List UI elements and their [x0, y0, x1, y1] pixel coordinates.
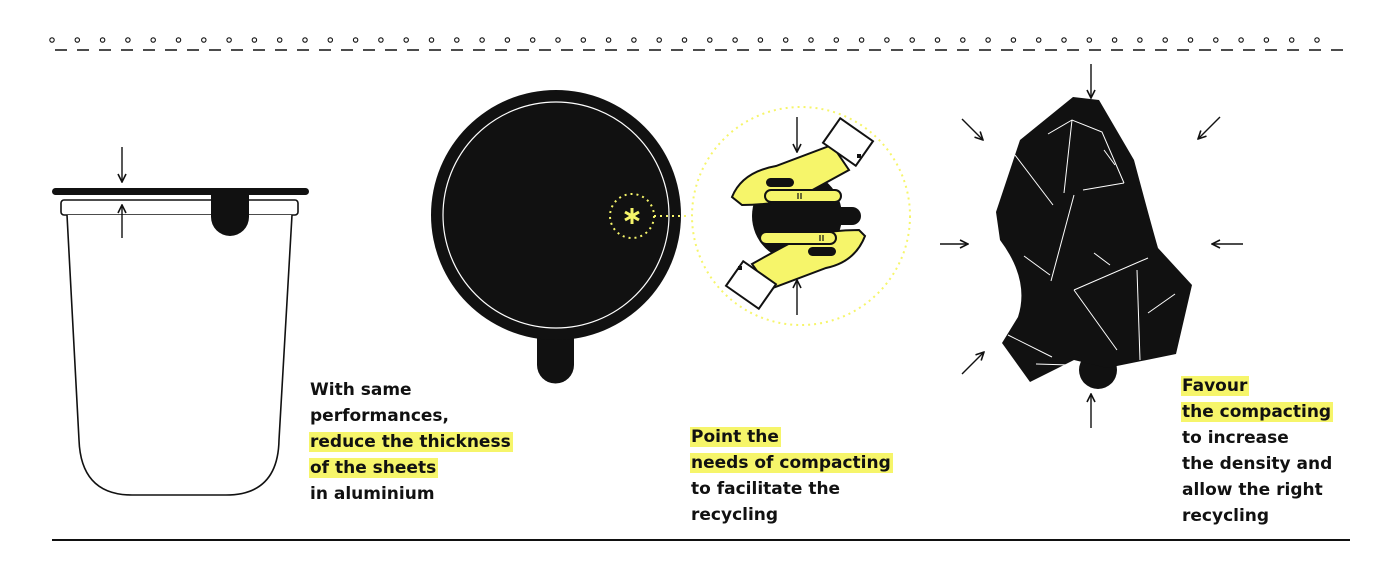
border-dot: [49, 37, 55, 43]
border-dot: [605, 37, 612, 43]
border-dot: [403, 37, 409, 43]
compacting-detail: [691, 106, 911, 326]
arrow-down-left-icon: [1198, 116, 1221, 139]
caption-line: to increase: [1182, 428, 1289, 448]
border-dot: [1061, 37, 1067, 43]
caption-line-highlighted: Favour: [1181, 376, 1250, 396]
caption-favour-compacting: Favour the compacting to increase the de…: [1181, 373, 1334, 529]
border-dot: [884, 37, 890, 43]
cup-top-view: [431, 90, 690, 384]
crumpled-capsule-icon: [940, 64, 1243, 428]
border-dot: [782, 37, 789, 43]
border-dot: [175, 37, 182, 43]
caption-line-highlighted: of the sheets: [309, 458, 439, 478]
cup-lid-bar: [52, 188, 309, 195]
caption-line: With same: [310, 380, 412, 400]
crumpled-body: [996, 97, 1192, 382]
border-dot: [757, 37, 764, 43]
border-dot: [732, 37, 738, 43]
caption-line: performances,: [310, 406, 450, 426]
top-dotted-border: [49, 37, 1320, 43]
asterisk-icon: [624, 208, 640, 224]
border-dot: [858, 37, 865, 43]
border-dot: [302, 37, 308, 43]
border-dot: [707, 37, 713, 43]
caption-line: recycling: [691, 505, 779, 525]
caption-line-highlighted: reduce the thickness: [309, 432, 513, 452]
border-dot: [934, 37, 941, 43]
cup-body: [66, 214, 293, 496]
border-dot: [1263, 37, 1270, 43]
caption-line: allow the right: [1182, 480, 1323, 500]
border-dot: [681, 37, 688, 43]
caption-line: in aluminium: [310, 484, 435, 504]
border-dot: [201, 37, 207, 43]
border-dot: [1187, 37, 1194, 43]
caption-line: to facilitate the: [691, 479, 841, 499]
border-dot: [1035, 37, 1042, 43]
border-dot: [960, 37, 966, 43]
cup-rim: [60, 199, 299, 216]
border-dot: [99, 37, 106, 43]
cup-top-tab: [537, 330, 574, 384]
border-dot: [833, 37, 840, 43]
border-dot: [454, 37, 460, 43]
caption-line-highlighted: needs of compacting: [690, 453, 893, 473]
border-dot: [276, 37, 283, 43]
cup-top-inner-ring: [442, 101, 670, 329]
border-dot: [909, 37, 915, 43]
caption-thickness: With same performances, reduce the thick…: [309, 377, 513, 507]
border-dot: [1314, 37, 1320, 43]
caption-line: recycling: [1182, 506, 1270, 526]
border-dot: [352, 37, 359, 43]
cup-tab: [211, 195, 249, 236]
border-dot: [1111, 37, 1118, 43]
border-dot: [428, 37, 435, 43]
border-dot: [1162, 37, 1168, 43]
arrow-down-right-icon: [961, 118, 983, 140]
arrow-up-right-icon: [961, 352, 984, 375]
border-dot: [150, 37, 156, 43]
border-dot: [479, 37, 485, 43]
border-dot: [251, 37, 258, 43]
border-dot: [226, 37, 232, 43]
cup-side-view: [52, 147, 309, 496]
border-dot: [504, 37, 511, 43]
caption-line-highlighted: the compacting: [1181, 402, 1334, 422]
border-dot: [74, 37, 81, 43]
border-dot: [808, 37, 814, 43]
caption-line: the density and: [1182, 454, 1333, 474]
capsule-tab: [838, 207, 861, 225]
border-dot: [580, 37, 587, 43]
border-dot: [1086, 37, 1093, 43]
border-dot: [631, 37, 637, 43]
border-dot: [1213, 37, 1219, 43]
border-dot: [555, 37, 561, 43]
border-dot: [529, 37, 536, 43]
caption-line-highlighted: Point the: [690, 427, 781, 447]
border-dot: [125, 37, 131, 43]
cup-top-disc: [431, 90, 681, 340]
detail-circle: [691, 106, 911, 326]
border-dot: [327, 37, 334, 43]
border-dot: [656, 37, 662, 43]
caption-point-compacting: Point the needs of compacting to facilit…: [690, 424, 893, 528]
hands-compacting-icon: [724, 116, 875, 311]
border-dot: [1238, 37, 1244, 43]
border-dot: [1010, 37, 1017, 43]
border-dot: [378, 37, 384, 43]
border-dot: [1137, 37, 1143, 43]
border-dot: [985, 37, 991, 43]
border-dot: [1288, 37, 1295, 43]
